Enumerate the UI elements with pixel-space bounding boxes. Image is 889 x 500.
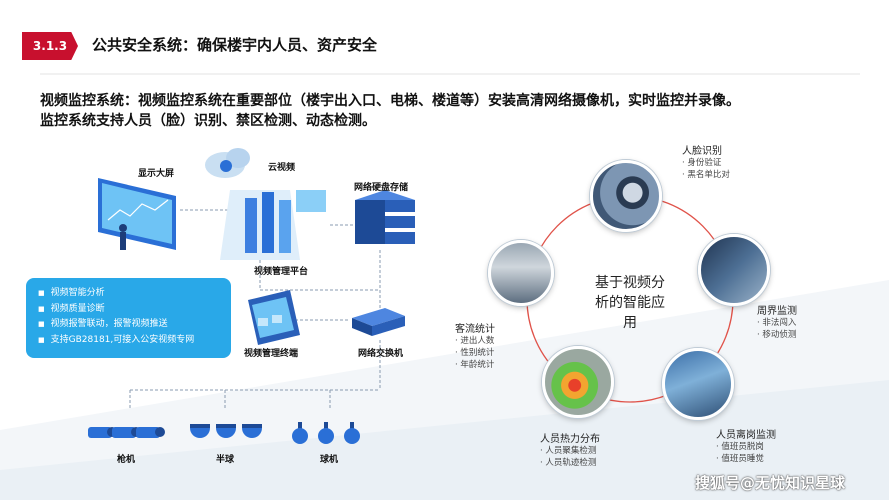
bullet-camera-icon <box>88 427 165 438</box>
post-monitoring-block: 人员离岗监测 · 值班员脱岗 · 值班员睡觉 <box>716 426 776 465</box>
center-line-3: 用 <box>623 315 637 331</box>
section-badge: 3.1.3 <box>22 32 78 60</box>
ptz-camera-icon <box>292 422 360 444</box>
passenger-flow-item: · 进出人数 <box>455 336 495 346</box>
dome-camera-icon <box>190 424 262 438</box>
perimeter-block: 周界监测 · 非法闯入 · 移动侦测 <box>757 302 797 341</box>
bullet-camera-label: 枪机 <box>117 455 136 465</box>
dome-camera-label: 半球 <box>216 455 235 465</box>
post-monitoring-image <box>662 348 734 420</box>
cloud-video-label: 云视频 <box>268 163 296 173</box>
cloud-icon <box>205 148 250 178</box>
perimeter-image <box>698 234 770 306</box>
feature-item: 视频智能分析 <box>38 286 219 302</box>
nvr-label: 网络硬盘存储 <box>354 183 409 193</box>
nvr-icon <box>355 190 415 244</box>
passenger-flow-block: 客流统计 · 进出人数 · 性别统计 · 年龄统计 <box>455 320 495 371</box>
switch-icon <box>352 308 405 336</box>
face-recognition-item: · 黑名单比对 <box>682 170 730 180</box>
description: 视频监控系统：视频监控系统在重要部位（楼宇出入口、电梯、楼道等）安装高清网络摄像… <box>40 91 870 131</box>
perimeter-item: · 非法闯入 <box>757 318 797 328</box>
watermark: 搜狐号@无忧知识星球 <box>695 474 846 492</box>
description-line-2: 监控系统支持人员（脸）识别、禁区检测、动态检测。 <box>40 113 376 129</box>
vms-terminal-label: 视频管理终端 <box>244 349 299 359</box>
post-monitoring-item: · 值班员脱岗 <box>716 442 764 452</box>
heatmap-title: 人员热力分布 <box>540 434 600 445</box>
heatmap-block: 人员热力分布 · 人员聚集检测 · 人员轨迹检测 <box>540 430 600 469</box>
passenger-flow-item: · 性别统计 <box>455 348 495 358</box>
topology-diagram <box>88 148 415 444</box>
feature-item: 视频质量诊断 <box>38 302 219 318</box>
passenger-flow-item: · 年龄统计 <box>455 360 495 370</box>
feature-item: 视频报警联动，报警视频推送 <box>38 317 219 333</box>
features-box: 视频智能分析 视频质量诊断 视频报警联动，报警视频推送 支持GB28181,可接… <box>26 278 231 358</box>
vms-terminal-icon <box>248 290 300 345</box>
analysis-center-text: 基于视频分 析的智能应 用 <box>580 273 680 333</box>
post-monitoring-item: · 值班员睡觉 <box>716 454 764 464</box>
face-recognition-block: 人脸识别 · 身份验证 · 黑名单比对 <box>682 142 730 181</box>
center-line-2: 析的智能应 <box>595 295 665 311</box>
face-recognition-item: · 身份验证 <box>682 158 722 168</box>
ptz-camera-label: 球机 <box>320 455 339 465</box>
passenger-flow-image <box>488 240 554 306</box>
center-line-1: 基于视频分 <box>595 275 665 291</box>
passenger-flow-title: 客流统计 <box>455 324 495 335</box>
heatmap-item: · 人员聚集检测 <box>540 446 597 456</box>
display-screen-label: 显示大屏 <box>138 169 175 179</box>
post-monitoring-title: 人员离岗监测 <box>716 430 776 441</box>
heatmap-item: · 人员轨迹检测 <box>540 458 597 468</box>
page-title: 公共安全系统：确保楼宇内人员、资产安全 <box>92 36 378 54</box>
vms-platform-icon <box>220 190 326 260</box>
switch-label: 网络交换机 <box>358 349 404 359</box>
feature-item: 支持GB28181,可接入公安视频专网 <box>38 333 219 349</box>
face-recognition-title: 人脸识别 <box>682 146 722 157</box>
heatmap-image <box>542 346 614 418</box>
face-recognition-image <box>590 160 662 232</box>
perimeter-item: · 移动侦测 <box>757 330 797 340</box>
description-line-1: 视频监控系统：视频监控系统在重要部位（楼宇出入口、电梯、楼道等）安装高清网络摄像… <box>40 93 740 109</box>
display-screen-icon <box>98 178 176 250</box>
perimeter-title: 周界监测 <box>757 306 797 317</box>
vms-platform-label: 视频管理平台 <box>254 267 309 277</box>
